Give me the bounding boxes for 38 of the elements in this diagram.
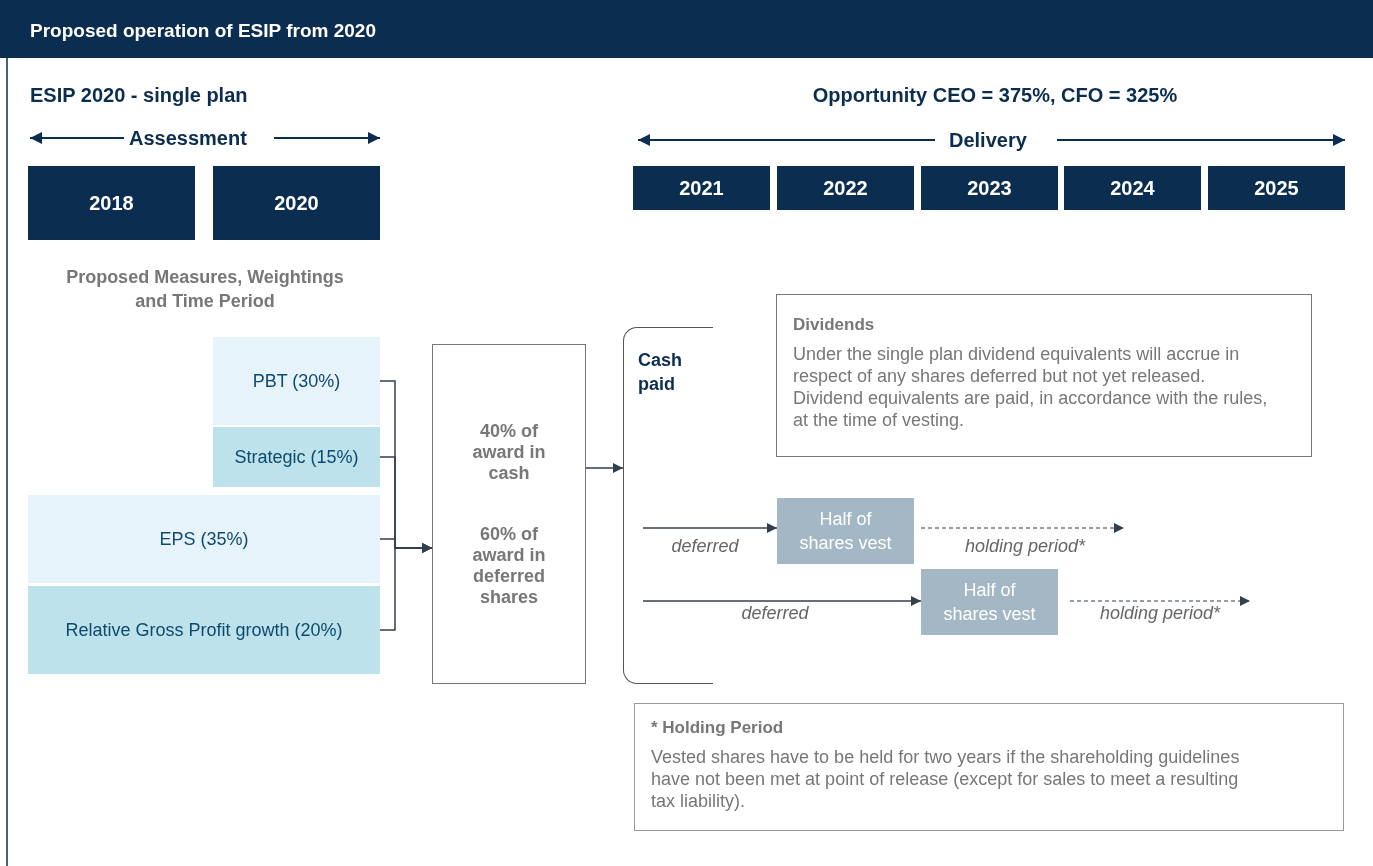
arrow (642, 596, 922, 606)
edge-label: deferred (670, 536, 740, 557)
timeline-label: Assessment (129, 127, 247, 150)
edge-label: holding period* (963, 536, 1087, 557)
arrow (1069, 596, 1251, 606)
arrow (642, 523, 778, 533)
year-box: 2024 (1064, 166, 1201, 210)
edge-label: holding period* (1098, 603, 1222, 624)
section-heading: Proposed Measures, Weightings and Time Period (65, 266, 345, 313)
note-box (776, 294, 1312, 457)
vesting-box: Half of shares vest (777, 498, 914, 564)
year-box: 2025 (1208, 166, 1345, 210)
year-box: 2023 (921, 166, 1058, 210)
year-box: 2021 (633, 166, 770, 210)
measure-box: Relative Gross Profit growth (20%) (28, 586, 380, 674)
title-banner: Proposed operation of ESIP from 2020 (0, 0, 1373, 58)
year-box: 2020 (213, 166, 380, 240)
timeline-label: Delivery (949, 129, 1027, 152)
arrow (920, 523, 1125, 533)
award-split-text: 40% of award in cash (471, 420, 547, 484)
section-heading: Opportunity CEO = 375%, CFO = 325% (811, 84, 1179, 107)
note-text: Under the single plan dividend equivalents will accrue in respect of any shares deferred but not yet released. Dividend equivalents are paid, in accordance with the rules, at the time of vesting. (793, 343, 1269, 431)
year-box: 2018 (28, 166, 195, 240)
award-split-text: 60% of award in deferred shares (471, 523, 547, 608)
measure-box: Strategic (15%) (213, 427, 380, 487)
section-heading: ESIP 2020 - single plan (30, 84, 248, 107)
note-text: Vested shares have to be held for two years if the shareholding guidelines have not been met at point of release (except for sales to meet a resulting tax liability). (651, 746, 1241, 812)
note-heading: * Holding Period (651, 718, 785, 738)
measure-box: PBT (30%) (213, 337, 380, 425)
edge-label: deferred (740, 603, 810, 624)
arrow (585, 463, 624, 473)
award-box (432, 344, 586, 684)
year-box: 2022 (777, 166, 914, 210)
note-box (634, 703, 1344, 831)
measure-box: EPS (35%) (28, 495, 380, 583)
bracket-arrow (379, 543, 433, 631)
vesting-box: Half of shares vest (921, 569, 1058, 635)
note-heading: Dividends (793, 315, 876, 335)
